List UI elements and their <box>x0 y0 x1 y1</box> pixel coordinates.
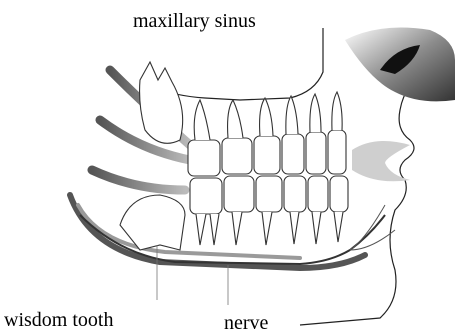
nerve-branch-2 <box>350 230 395 250</box>
upper-root-band-3 <box>92 170 185 190</box>
skull-outline <box>158 28 323 100</box>
label-wisdom-tooth: wisdom tooth <box>4 309 113 332</box>
label-maxillary-sinus: maxillary sinus <box>133 10 256 33</box>
label-nerve: nerve <box>224 312 268 334</box>
nerve-branch-1 <box>350 205 385 250</box>
